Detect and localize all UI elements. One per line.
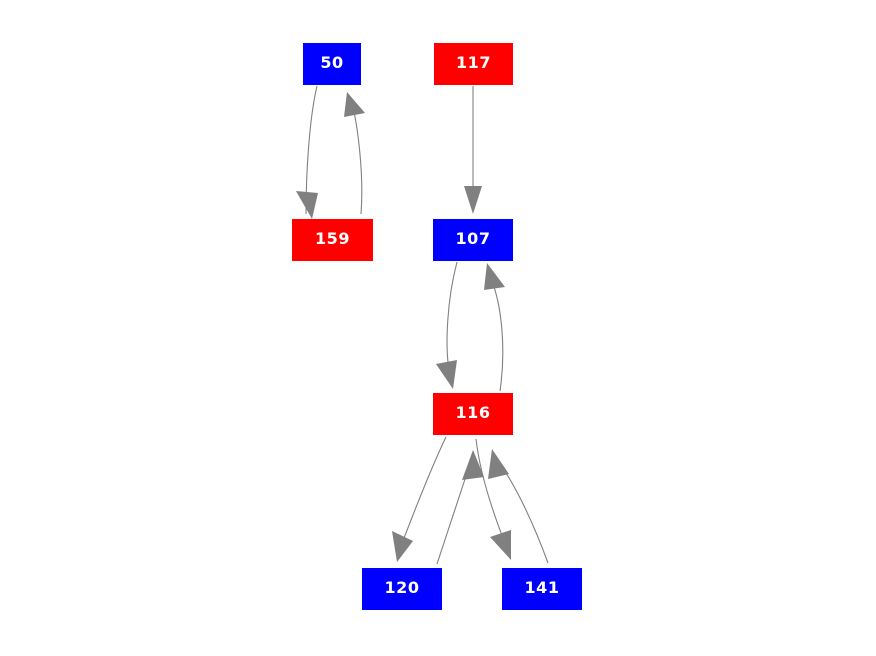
edge-107-to-116 (436, 261, 458, 389)
arrowhead-icon (392, 531, 413, 562)
edge-line (490, 278, 504, 392)
arrowhead-icon (488, 449, 509, 479)
graph-node-107[interactable]: 107 (433, 219, 513, 261)
edge-116-to-120 (392, 436, 447, 562)
edge-116-to-107 (484, 263, 505, 392)
graph-node-159[interactable]: 159 (292, 219, 373, 261)
edge-line (475, 438, 504, 539)
arrowhead-icon (484, 263, 505, 290)
node-label: 116 (455, 403, 491, 422)
edge-159-to-50 (344, 92, 365, 215)
graph-node-117[interactable]: 117 (434, 43, 513, 85)
graph-node-50[interactable]: 50 (303, 43, 361, 85)
edge-50-to-159 (296, 85, 318, 219)
edge-120-to-116 (436, 450, 484, 565)
arrowhead-icon (490, 530, 511, 560)
node-label: 141 (524, 578, 560, 597)
node-label: 159 (315, 229, 350, 248)
arrowhead-icon (462, 450, 484, 480)
edge-line (436, 469, 469, 565)
node-label: 120 (384, 578, 420, 597)
arrowhead-icon (344, 92, 365, 117)
graph-node-141[interactable]: 141 (502, 568, 582, 610)
node-label: 107 (455, 229, 491, 248)
edge-line (350, 98, 363, 215)
graph-node-120[interactable]: 120 (362, 568, 442, 610)
edge-line (403, 436, 447, 539)
edge-117-to-107 (464, 86, 482, 214)
edge-141-to-116 (488, 449, 549, 564)
arrowhead-icon (296, 191, 318, 219)
node-label: 117 (456, 53, 491, 72)
edge-116-to-141 (475, 438, 511, 560)
arrowhead-icon (464, 186, 482, 214)
arrowhead-icon (436, 360, 457, 389)
graph-node-116[interactable]: 116 (433, 393, 513, 435)
node-label: 50 (320, 53, 344, 72)
edge-line (446, 261, 458, 371)
